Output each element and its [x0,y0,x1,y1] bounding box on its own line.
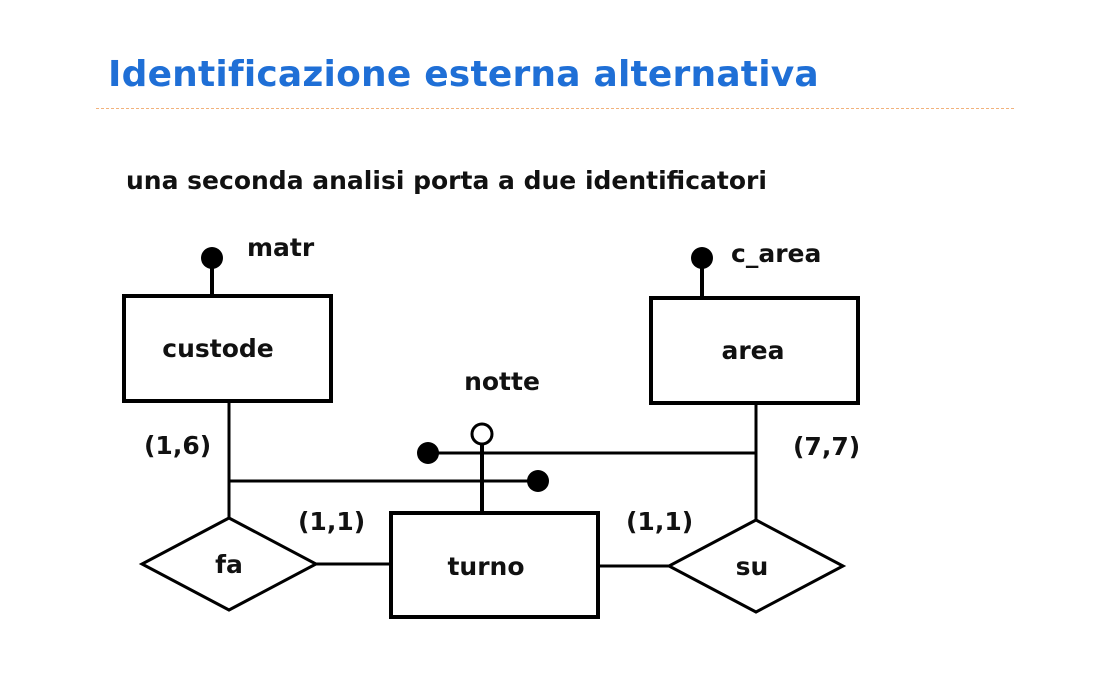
entity-turno-label: turno [447,552,524,581]
cardinality-turno-su: (1,1) [626,507,693,536]
attr-notte-label: notte [464,367,540,396]
attr-c-area-dot [691,247,713,269]
cardinality-custode-fa: (1,6) [144,431,211,460]
entity-area-label: area [721,336,784,365]
cardinality-turno-fa: (1,1) [298,507,365,536]
identifier-dot-custode [527,470,549,492]
relationship-su-diamond [665,518,847,614]
slide-title: Identificazione esterna alternativa [108,54,819,95]
title-divider [96,108,1014,109]
cardinality-area-su: (7,7) [793,432,860,461]
slide-subtitle: una seconda analisi porta a due identifi… [126,166,767,195]
relationship-fa-diamond [138,516,320,612]
attr-matr-dot [201,247,223,269]
relationship-su-label: su [736,552,769,581]
relationship-fa-label: fa [215,550,243,579]
attr-notte-circle [470,422,494,446]
entity-custode-label: custode [162,334,273,363]
identifier-dot-area [417,442,439,464]
entity-area-box [649,296,860,405]
attr-c-area-label: c_area [731,239,821,268]
attr-matr-label: matr [247,233,315,262]
entity-custode-box [122,294,333,403]
